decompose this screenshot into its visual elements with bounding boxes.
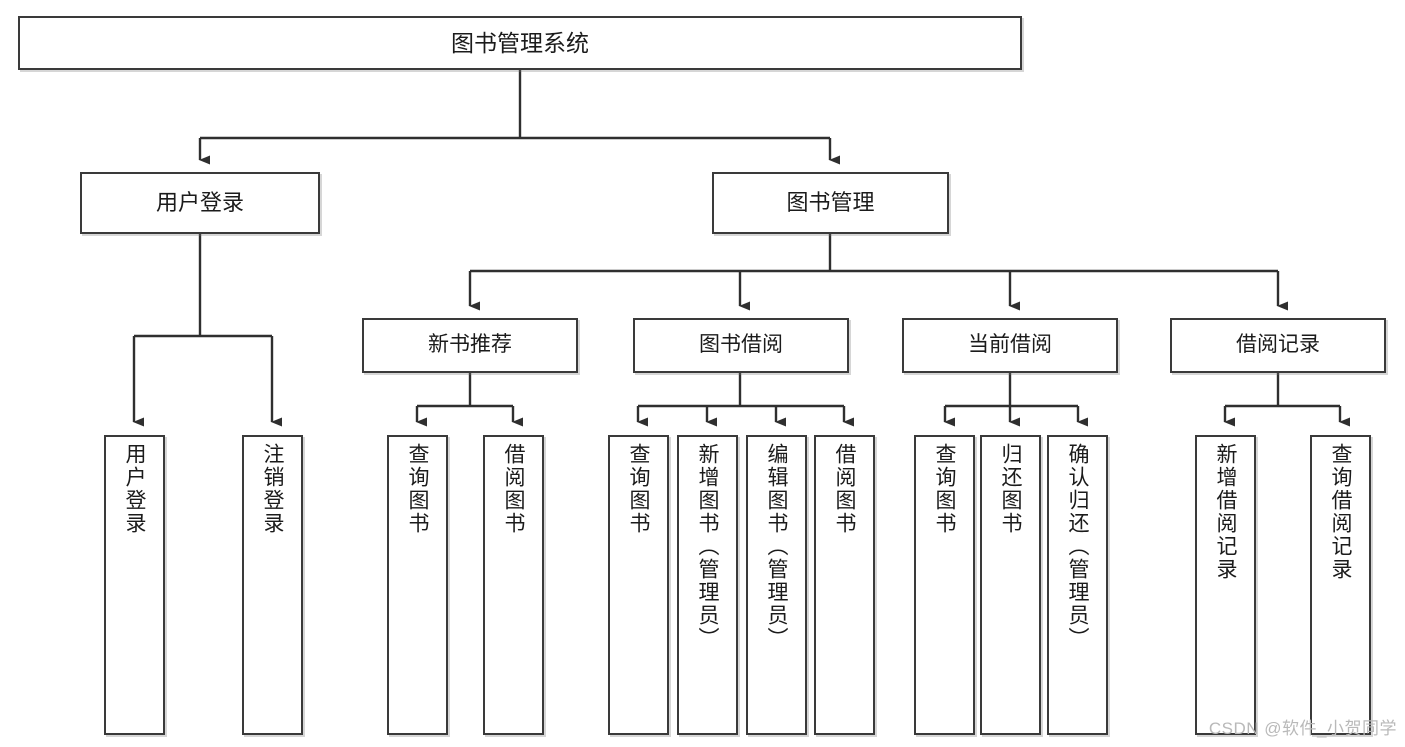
node-label: 借阅图书 (833, 443, 856, 535)
node-label: 查询图书 (406, 443, 429, 535)
node-label: 归还图书 (999, 443, 1022, 535)
leaf-borrow-book-recommend[interactable]: 借阅图书 (483, 435, 544, 735)
node-borrow-record[interactable]: 借阅记录 (1170, 318, 1386, 373)
leaf-user-login[interactable]: 用户登录 (104, 435, 165, 735)
node-label: 图书管理 (786, 190, 875, 216)
node-label: 编辑图书（管理员） (765, 443, 788, 650)
node-label: 图书管理系统 (451, 29, 589, 56)
leaf-logout[interactable]: 注销登录 (242, 435, 303, 735)
leaf-confirm-return-admin[interactable]: 确认归还（管理员） (1047, 435, 1108, 735)
leaf-add-borrow-record[interactable]: 新增借阅记录 (1195, 435, 1256, 735)
leaf-query-book-recommend[interactable]: 查询图书 (387, 435, 448, 735)
node-label: 借阅记录 (1236, 333, 1320, 357)
node-label: 查询图书 (627, 443, 650, 535)
leaf-query-borrow-record[interactable]: 查询借阅记录 (1310, 435, 1371, 735)
node-book-management[interactable]: 图书管理 (712, 172, 949, 234)
node-label: 注销登录 (261, 443, 284, 535)
node-root-system[interactable]: 图书管理系统 (18, 16, 1022, 70)
node-label: 用户登录 (155, 190, 244, 216)
leaf-edit-book-admin[interactable]: 编辑图书（管理员） (746, 435, 807, 735)
node-label: 查询借阅记录 (1329, 443, 1352, 581)
node-label: 新书推荐 (428, 333, 512, 357)
node-label: 图书借阅 (699, 333, 783, 357)
node-label: 确认归还（管理员） (1066, 443, 1089, 650)
leaf-return-book[interactable]: 归还图书 (980, 435, 1041, 735)
node-label: 借阅图书 (502, 443, 525, 535)
node-user-login[interactable]: 用户登录 (80, 172, 320, 234)
node-current-borrow[interactable]: 当前借阅 (902, 318, 1118, 373)
leaf-add-book-admin[interactable]: 新增图书（管理员） (677, 435, 738, 735)
leaf-borrow-book[interactable]: 借阅图书 (814, 435, 875, 735)
node-label: 新增图书（管理员） (696, 443, 719, 650)
node-book-borrow[interactable]: 图书借阅 (633, 318, 849, 373)
node-label: 查询图书 (933, 443, 956, 535)
node-label: 当前借阅 (968, 333, 1052, 357)
leaf-query-book-current[interactable]: 查询图书 (914, 435, 975, 735)
node-new-book-recommend[interactable]: 新书推荐 (362, 318, 578, 373)
node-label: 用户登录 (123, 443, 146, 535)
leaf-query-book-borrow[interactable]: 查询图书 (608, 435, 669, 735)
watermark: CSDN @软件_小贺同学 (1208, 719, 1397, 738)
node-label: 新增借阅记录 (1214, 443, 1237, 581)
